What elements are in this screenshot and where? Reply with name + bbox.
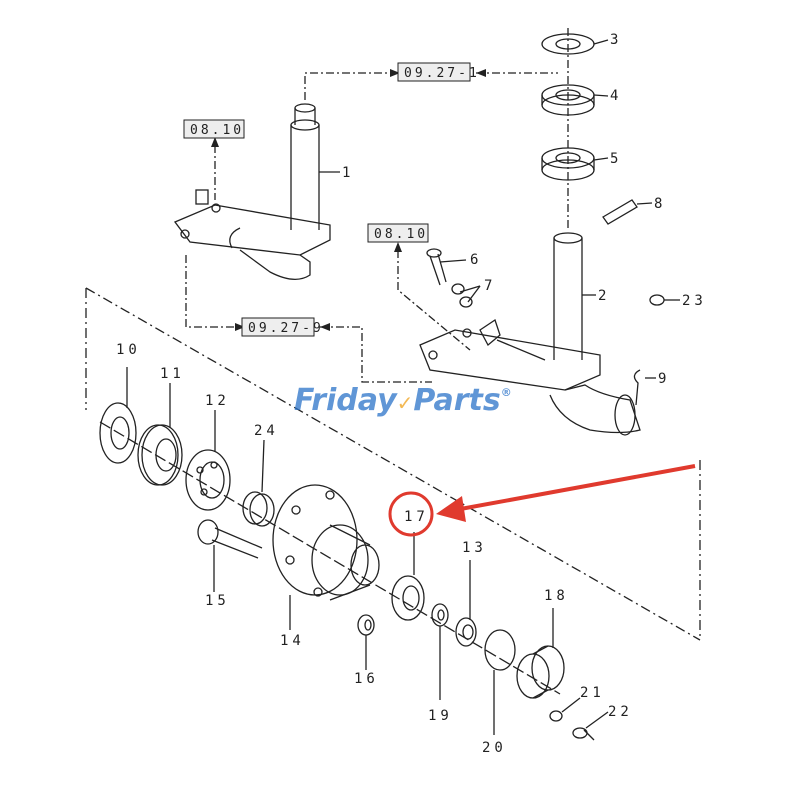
callout-5: 5 [610, 151, 622, 167]
reference-box-4: 09.27-9 [241, 317, 324, 337]
fridayparts-logo: Friday✓Parts® [294, 383, 512, 418]
callout-12: 12 [205, 393, 230, 409]
callout-numbers: 1 2 3 4 5 6 7 8 9 10 11 12 13 14 15 16 1… [116, 32, 707, 756]
svg-text:08.10: 08.10 [190, 123, 244, 138]
callout-8: 8 [654, 196, 666, 212]
hub-14 [272, 484, 380, 601]
callout-3: 3 [610, 32, 622, 48]
seal-11 [137, 424, 183, 486]
nut-13 [455, 617, 477, 647]
bolt-15 [197, 519, 263, 559]
callout-1: 1 [342, 165, 354, 181]
assembly-boundary [85, 287, 701, 641]
bearing-12 [185, 449, 231, 511]
spindle-left [173, 103, 331, 280]
callout-21: 21 [580, 685, 605, 701]
callout-13: 13 [462, 540, 487, 556]
reference-box-3: 08.10 [367, 223, 429, 243]
thrust-washers [541, 33, 595, 181]
seal-10 [99, 402, 137, 464]
pins-and-bolts [426, 199, 665, 406]
callout-16: 16 [354, 671, 379, 687]
callout-18: 18 [544, 588, 569, 604]
reference-box-2: 08.10 [183, 119, 245, 139]
arrow-heads [211, 69, 486, 331]
callout-leaders [126, 39, 680, 735]
callout-20: 20 [482, 740, 507, 756]
bolt-22 [572, 727, 595, 741]
highlight-marker [388, 464, 696, 537]
seal-16 [357, 614, 375, 636]
callout-4: 4 [610, 88, 622, 104]
callout-15: 15 [205, 593, 230, 609]
spacer-24 [242, 491, 275, 527]
svg-text:09.27-9: 09.27-9 [248, 321, 324, 336]
spindle-right [419, 232, 641, 436]
callout-24: 24 [254, 423, 279, 439]
callout-10: 10 [116, 342, 141, 358]
callout-9: 9 [658, 371, 670, 387]
callout-17: 17 [404, 509, 429, 525]
washer-21 [549, 710, 563, 722]
o-ring-20 [484, 629, 516, 671]
callout-22: 22 [608, 704, 633, 720]
svg-text:Friday✓Parts®: Friday✓Parts® [294, 383, 512, 418]
bearing-17 [391, 575, 425, 621]
reference-leaders [185, 28, 569, 383]
reference-box-1: 09.27-1 [397, 62, 480, 82]
callout-19: 19 [428, 708, 453, 724]
callout-6: 6 [470, 252, 482, 268]
hub-axis [99, 421, 561, 695]
callout-7: 7 [484, 278, 496, 294]
callout-2: 2 [598, 288, 610, 304]
svg-text:08.10: 08.10 [374, 227, 428, 242]
svg-text:09.27-1: 09.27-1 [404, 66, 480, 81]
cap-18 [516, 645, 565, 699]
callout-14: 14 [280, 633, 305, 649]
callout-11: 11 [160, 366, 185, 382]
callout-23: 23 [682, 293, 707, 309]
